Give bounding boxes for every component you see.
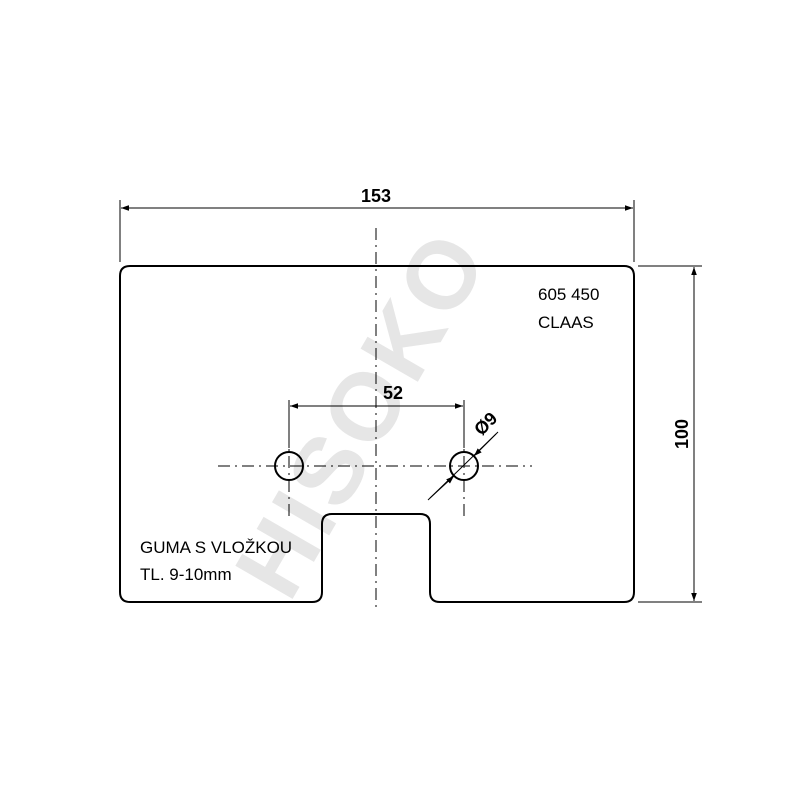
material-line-1: GUMA S VLOŽKOU [140,538,292,557]
height-dimension-label: 100 [672,419,692,449]
plate-outline [119,265,635,603]
material-line-2: TL. 9-10mm [140,565,232,584]
diameter-arrow-upper [473,433,497,457]
width-dimension-label: 153 [361,186,391,206]
spacing-dimension-label: 52 [383,383,403,403]
part-number: 605 450 [538,285,599,304]
diameter-arrow-lower [429,475,455,499]
brand-name: CLAAS [538,313,594,332]
diameter-label: Ø9 [470,408,501,439]
